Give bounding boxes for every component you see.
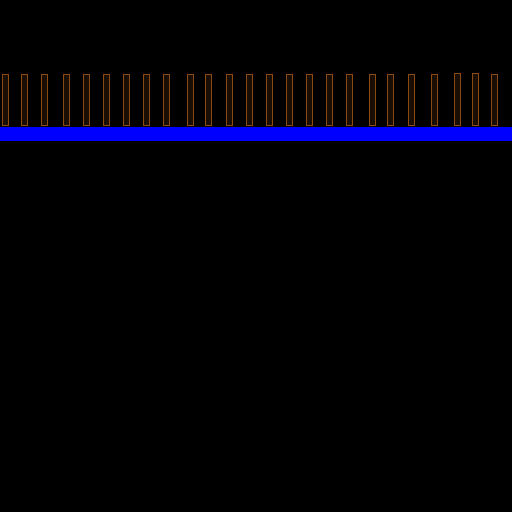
pillar [286,74,293,126]
pillar [431,74,438,126]
pillar [491,74,498,126]
pillar [21,74,28,126]
pillar [187,74,194,126]
pillar [408,74,415,126]
pillar [454,73,461,126]
pillar [41,74,48,126]
pillar [387,74,394,126]
pillar [123,74,130,126]
pillar [266,74,273,126]
pillar [226,74,233,126]
pillar [346,74,353,126]
pillar [306,74,313,126]
pillar [205,74,212,126]
pillar [246,74,253,126]
pillar [369,74,376,126]
ground-bar [0,127,512,141]
pillar [2,74,9,126]
pillar [143,74,150,126]
pillar [83,74,90,126]
pillar [163,74,170,126]
pillar [103,74,110,126]
pillar [326,74,333,126]
pillar [472,73,479,126]
pillar [63,74,70,126]
